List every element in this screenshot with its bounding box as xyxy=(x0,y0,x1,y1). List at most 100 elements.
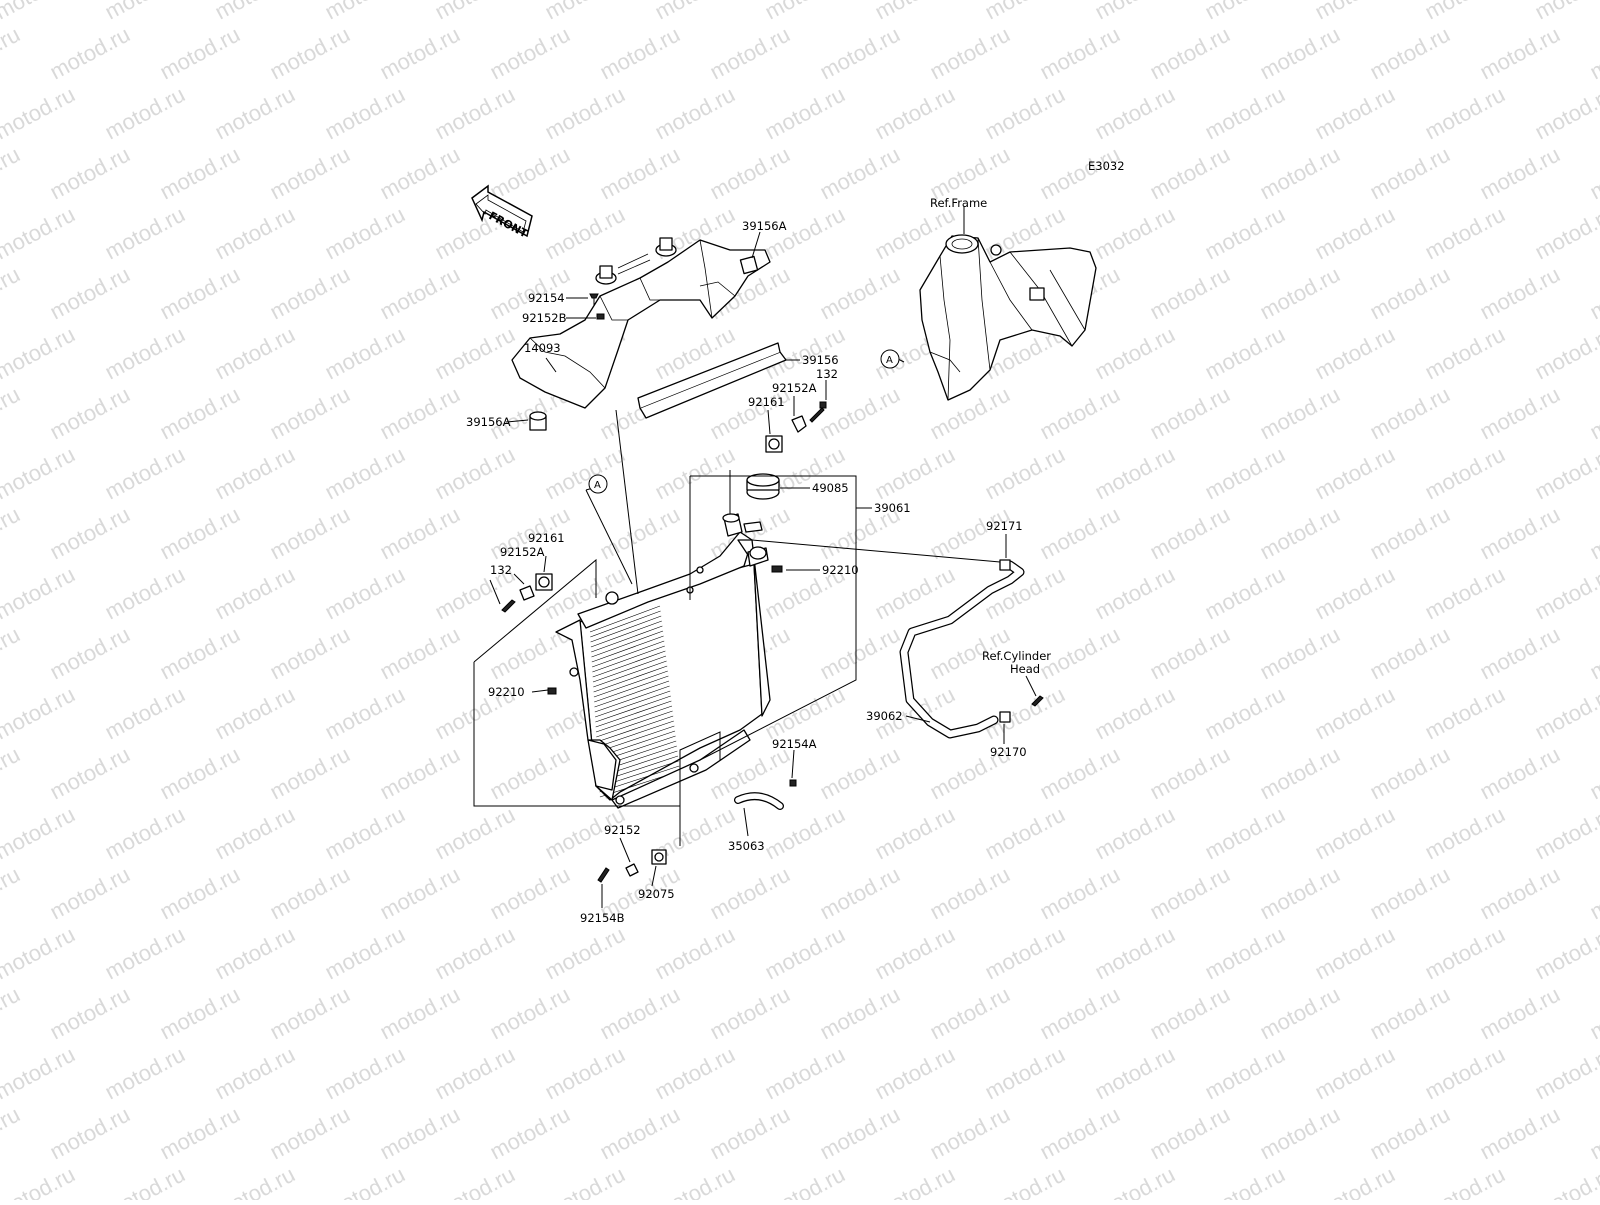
callout-a-left: A xyxy=(588,474,608,494)
watermark-text: motod.ru xyxy=(761,922,849,985)
watermark-text: motod.ru xyxy=(1146,142,1234,205)
watermark-text: motod.ru xyxy=(266,622,354,685)
watermark-text: motod.ru xyxy=(1531,0,1600,24)
watermark-text: motod.ru xyxy=(541,202,629,265)
watermark-text: motod.ru xyxy=(211,562,299,625)
watermark-text: motod.ru xyxy=(1531,682,1600,745)
watermark-text: motod.ru xyxy=(46,382,134,445)
watermark-text: motod.ru xyxy=(651,0,739,24)
watermark-text: motod.ru xyxy=(1311,82,1399,145)
watermark-text: motod.ru xyxy=(0,1102,24,1165)
part-label-92154A: 92154A xyxy=(772,737,817,751)
watermark-text: motod.ru xyxy=(1421,562,1509,625)
watermark-text: motod.ru xyxy=(1256,262,1344,325)
part-label-92152B: 92152B xyxy=(522,311,567,325)
watermark-text: motod.ru xyxy=(1201,202,1289,265)
watermark-text: motod.ru xyxy=(761,0,849,24)
radiator-fin-line xyxy=(594,685,670,713)
watermark-text: motod.ru xyxy=(156,502,244,565)
watermark-text: motod.ru xyxy=(101,922,189,985)
watermark-text: motod.ru xyxy=(0,442,79,505)
watermark-text: motod.ru xyxy=(1421,322,1509,385)
watermark-text: motod.ru xyxy=(1201,562,1289,625)
radiator-fin-line xyxy=(592,650,666,678)
part-label-92152: 92152 xyxy=(604,823,641,837)
watermark-text: motod.ru xyxy=(211,322,299,385)
watermark-text: motod.ru xyxy=(376,1102,464,1165)
watermark-text: motod.ru xyxy=(651,1042,739,1105)
watermark-text: motod.ru xyxy=(211,82,299,145)
watermark-text: motod.ru xyxy=(981,922,1069,985)
watermark-text: motod.ru xyxy=(0,742,24,805)
watermark-text: motod.ru xyxy=(1476,262,1564,325)
watermark-text: motod.ru xyxy=(981,682,1069,745)
watermark-text: motod.ru xyxy=(761,682,849,745)
watermark-text: motod.ru xyxy=(46,22,134,85)
watermark-text: motod.ru xyxy=(101,202,189,265)
watermark-text: motod.ru xyxy=(1146,982,1234,1045)
watermark-text: motod.ru xyxy=(1146,622,1234,685)
watermark-text: motod.ru xyxy=(486,142,574,205)
watermark-text: motod.ru xyxy=(761,1042,849,1105)
watermark-text: motod.ru xyxy=(211,0,299,24)
watermark-text: motod.ru xyxy=(871,0,959,24)
radiator-fin-line xyxy=(595,705,673,733)
watermark-text: motod.ru xyxy=(706,1102,794,1165)
watermark-text: motod.ru xyxy=(1091,562,1179,625)
watermark-text: motod.ru xyxy=(486,982,574,1045)
part-label-92170: 92170 xyxy=(990,745,1027,759)
watermark-text: motod.ru xyxy=(1091,802,1179,865)
part-label-132-left: 132 xyxy=(490,563,512,577)
watermark-text: motod.ru xyxy=(101,682,189,745)
part-label-92154: 92154 xyxy=(528,291,565,305)
watermark-text: motod.ru xyxy=(871,442,959,505)
watermark-text: motod.ru xyxy=(0,502,24,565)
watermark-text: motod.ru xyxy=(1476,862,1564,925)
radiator-fin-line xyxy=(591,625,663,653)
watermark-text: motod.ru xyxy=(431,442,519,505)
watermark-text: motod.ru xyxy=(651,1162,739,1200)
part-label-49085: 49085 xyxy=(812,481,849,495)
part-label-39062: 39062 xyxy=(866,709,903,723)
watermark-text: motod.ru xyxy=(1366,382,1454,445)
watermark-text: motod.ru xyxy=(486,742,574,805)
watermark-text: motod.ru xyxy=(1421,442,1509,505)
watermark-text: motod.ru xyxy=(321,682,409,745)
watermark-text: motod.ru xyxy=(0,82,79,145)
watermark-text: motod.ru xyxy=(211,1162,299,1200)
watermark-text: motod.ru xyxy=(816,622,904,685)
watermark-text: motod.ru xyxy=(266,862,354,925)
watermark-text: motod.ru xyxy=(1421,922,1509,985)
radiator-fin-line xyxy=(590,615,662,643)
radiator-fin-line xyxy=(592,655,667,683)
watermark-text: motod.ru xyxy=(0,22,24,85)
watermark-text: motod.ru xyxy=(0,0,79,24)
watermark-text: motod.ru xyxy=(816,982,904,1045)
watermark-text: motod.ru xyxy=(816,382,904,445)
watermark-text: motod.ru xyxy=(0,322,79,385)
radiator xyxy=(555,513,771,809)
radiator-fin-line xyxy=(590,620,662,648)
radiator-fin-line xyxy=(593,665,668,693)
watermark-text: motod.ru xyxy=(101,442,189,505)
watermark-text: motod.ru xyxy=(1036,862,1124,925)
part-label-92152A-left: 92152A xyxy=(500,545,545,559)
watermark-text: motod.ru xyxy=(1146,1102,1234,1165)
radiator-fin-line xyxy=(593,660,667,688)
watermark-text: motod.ru xyxy=(1366,862,1454,925)
watermark-text: motod.ru xyxy=(321,802,409,865)
radiator-fins xyxy=(589,605,680,798)
watermark-text: motod.ru xyxy=(156,862,244,925)
watermark-text: motod.ru xyxy=(46,142,134,205)
watermark-text: motod.ru xyxy=(1091,1042,1179,1105)
watermark-text: motod.ru xyxy=(266,982,354,1045)
watermark-text: motod.ru xyxy=(541,922,629,985)
watermark-text: motod.ru xyxy=(1586,22,1600,85)
watermark-text: motod.ru xyxy=(1036,982,1124,1045)
watermark-text: motod.ru xyxy=(46,622,134,685)
watermark-text: motod.ru xyxy=(1476,982,1564,1045)
callout-a-right-label: A xyxy=(886,355,893,366)
part-label-92171: 92171 xyxy=(986,519,1023,533)
watermark-text: motod.ru xyxy=(266,22,354,85)
